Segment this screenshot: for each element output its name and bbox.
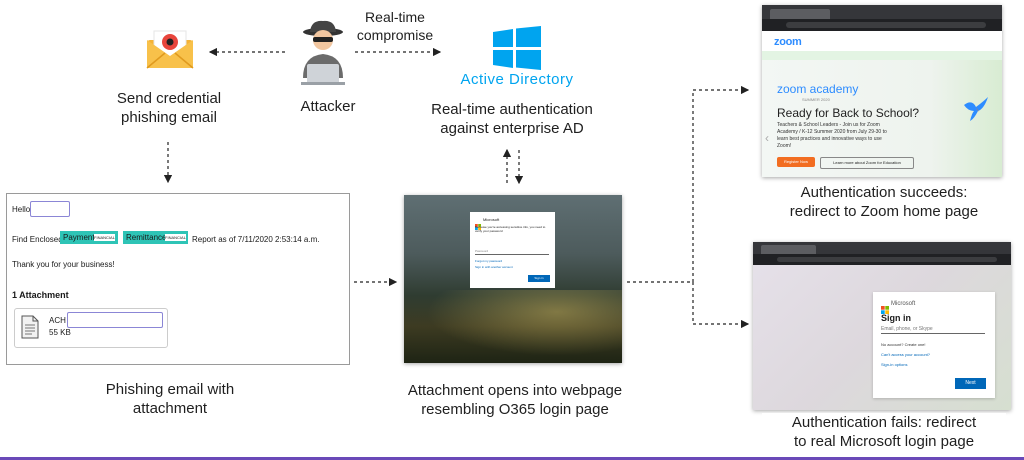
payment-tag: Payment FINANCIAL	[60, 231, 118, 244]
attachment-count: 1 Attachment	[12, 290, 69, 300]
address-field[interactable]	[786, 22, 986, 28]
realtime-label-line2: compromise	[356, 27, 434, 43]
attacker-icon	[295, 20, 351, 86]
zoom-summer: SUMMER 2020	[802, 97, 830, 102]
browser-tabbar	[762, 5, 1002, 19]
zoom-body: Teachers & School Leaders - Join us for …	[777, 122, 887, 149]
attachment-opens-line2: resembling O365 login page	[421, 401, 609, 418]
auth-fails-caption: Authentication fails: redirect to real M…	[762, 413, 1006, 451]
email-report-date: Report as of 7/11/2020 2:53:14 a.m.	[192, 235, 320, 244]
attachment-card[interactable]: ACH 55 KB	[14, 308, 168, 348]
arrow-to-zoom	[692, 85, 750, 282]
auth-succeeds-line1: Authentication succeeds:	[800, 184, 968, 201]
landscape-glow	[404, 290, 622, 363]
fake-password-field[interactable]: Password	[475, 249, 549, 255]
ms-login-logo-icon	[881, 301, 889, 314]
email-greeting: Hello	[12, 205, 31, 214]
zoom-headline: Ready for Back to School?	[777, 106, 920, 120]
realtime-auth-line2: against enterprise AD	[440, 120, 584, 137]
auth-succeeds-caption: Authentication succeeds: redirect to Zoo…	[765, 183, 1003, 221]
zoom-logo[interactable]: zoom	[774, 36, 802, 48]
phishing-email-screenshot: Hello Find Enclosed, Payment FINANCIAL R…	[7, 194, 349, 364]
ms-browser-tab[interactable]	[761, 245, 816, 254]
ms-browser-addressbar[interactable]	[753, 254, 1011, 265]
fake-login-brand: Microsoft	[483, 217, 500, 222]
fake-signin-button[interactable]: Sign in	[528, 275, 550, 282]
zoom-learn-more-button[interactable]: Learn more about Zoom for Education	[820, 157, 914, 169]
attachment-opens-caption: Attachment opens into webpage resembling…	[385, 381, 645, 419]
zoom-notice-bar	[762, 51, 1002, 60]
zoom-academy-logo: zoom academy	[777, 82, 859, 96]
zoom-register-button[interactable]: Register Now	[777, 157, 815, 167]
phishing-attachment-line2: attachment	[132, 400, 208, 417]
browser-tab[interactable]	[770, 9, 830, 19]
fake-forgot-link[interactable]: Forgot my password	[475, 259, 503, 263]
remittance-label: Remittance	[126, 233, 167, 242]
payment-financial-badge: FINANCIAL	[94, 234, 115, 241]
auth-fails-line1: Authentication fails: redirect	[791, 414, 977, 431]
file-name-box	[67, 312, 163, 328]
browser-addressbar[interactable]	[762, 19, 1002, 31]
ms-email-input[interactable]: Email, phone, or Skype	[881, 326, 985, 334]
attacker-caption: Attacker	[300, 98, 356, 115]
email-find-enclosed: Find Enclosed,	[12, 235, 65, 244]
greeting-name-box	[30, 201, 70, 217]
ms-address-field[interactable]	[777, 257, 997, 262]
ms-logo-icon	[475, 217, 481, 230]
attachment-file-size: 55 KB	[49, 328, 71, 337]
fake-login-prompt: Because you're accessing sensitive info,…	[475, 225, 546, 233]
phishing-attachment-caption: Phishing email with attachment	[75, 380, 265, 418]
active-directory-label: Active Directory	[460, 71, 574, 88]
bottom-accent-bar	[0, 457, 1024, 460]
attachment-file-name: ACH	[49, 316, 66, 325]
send-phishing-line1: Send credential	[116, 90, 222, 107]
windows-logo-icon	[493, 26, 541, 70]
fake-other-account-link[interactable]: Sign in with another account	[475, 265, 513, 269]
remittance-tag: Remittance FINANCIAL	[123, 231, 188, 244]
fake-login-card: Microsoft Because you're accessing sensi…	[470, 212, 555, 288]
remittance-financial-badge: FINANCIAL	[165, 234, 186, 241]
realtime-auth-line1: Real-time authentication	[431, 101, 593, 118]
zoom-home-screenshot: zoom zoom academy SUMMER 2020 Ready for …	[762, 5, 1002, 177]
ms-login-title: Sign in	[881, 313, 911, 323]
email-thanks: Thank you for your business!	[12, 260, 115, 269]
attachment-opens-line1: Attachment opens into webpage	[407, 382, 623, 399]
realtime-compromise-label: Real-time compromise	[340, 8, 450, 44]
fake-o365-screenshot: Microsoft Because you're accessing sensi…	[404, 195, 622, 363]
document-icon	[21, 315, 39, 339]
carousel-prev-icon[interactable]: ‹	[765, 131, 769, 145]
ms-signin-options-link[interactable]: Sign-in options	[881, 362, 908, 367]
ms-next-button[interactable]: Next	[955, 378, 986, 389]
phishing-attachment-line1: Phishing email with	[105, 381, 235, 398]
realtime-auth-caption: Real-time authentication against enterpr…	[412, 100, 612, 138]
payment-label: Payment	[63, 233, 95, 242]
ms-browser-tabbar	[753, 242, 1011, 254]
arrow-to-ms	[692, 282, 750, 329]
auth-fails-line2: to real Microsoft login page	[793, 433, 975, 450]
microsoft-login-screenshot: Microsoft Sign in Email, phone, or Skype…	[753, 242, 1011, 410]
hummingbird-icon	[962, 95, 990, 128]
send-phishing-line2: phishing email	[121, 109, 217, 126]
phishing-envelope-icon	[145, 26, 195, 70]
realtime-label-line1: Real-time	[365, 9, 425, 25]
send-phishing-caption: Send credential phishing email	[95, 89, 243, 127]
ms-login-brand: Microsoft	[891, 301, 916, 307]
ms-login-card: Microsoft Sign in Email, phone, or Skype…	[873, 292, 995, 398]
ms-no-account-link[interactable]: No account? Create one!	[881, 342, 926, 347]
ms-cant-access-link[interactable]: Can't access your account?	[881, 352, 931, 357]
auth-succeeds-line2: redirect to Zoom home page	[789, 203, 979, 220]
